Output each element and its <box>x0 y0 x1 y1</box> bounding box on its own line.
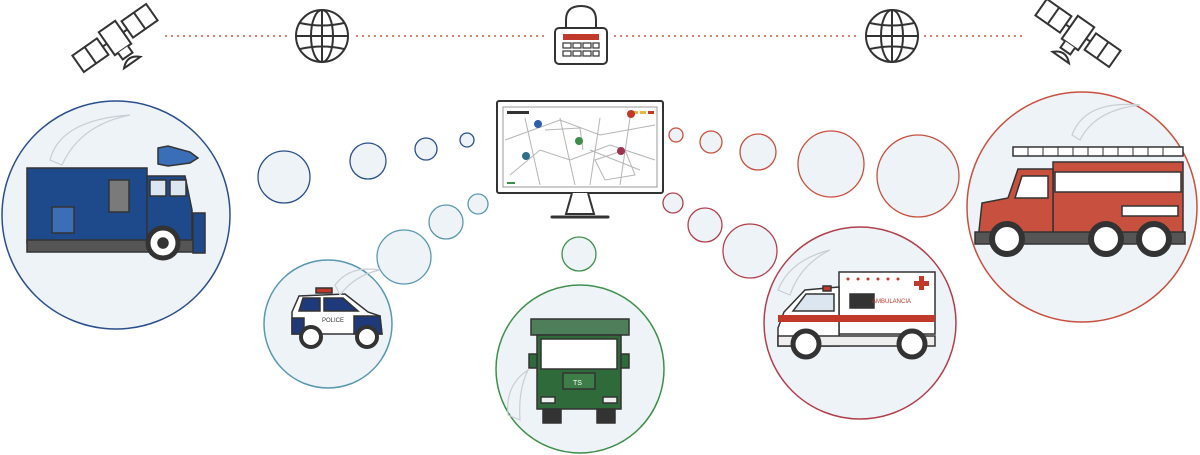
monitor-map-icon <box>496 100 664 219</box>
signal-bubbles-crimson <box>662 192 778 279</box>
garbage-truck: TS <box>528 318 630 424</box>
police-car: POLICE <box>291 287 383 349</box>
signal-bubbles-green <box>561 236 597 272</box>
fire-truck <box>974 146 1186 257</box>
signal-bubbles-blue <box>257 132 475 204</box>
truck-badge: TS <box>573 380 582 387</box>
padlock-icon <box>554 4 608 65</box>
ambulance-label: AMBULANCIA <box>872 299 911 305</box>
signal-bubbles-red <box>668 127 960 218</box>
armored-truck <box>26 145 206 261</box>
globe-icon-left <box>295 9 349 63</box>
satellite-icon-right <box>1034 0 1122 69</box>
globe-icon-right <box>865 9 919 63</box>
ambulance: AMBULANCIA <box>777 271 936 360</box>
police-label: POLICE <box>322 318 344 324</box>
signal-bubbles-teal <box>376 193 489 285</box>
bubble-highlights <box>49 103 1141 421</box>
satellite-icon-left <box>71 2 159 74</box>
